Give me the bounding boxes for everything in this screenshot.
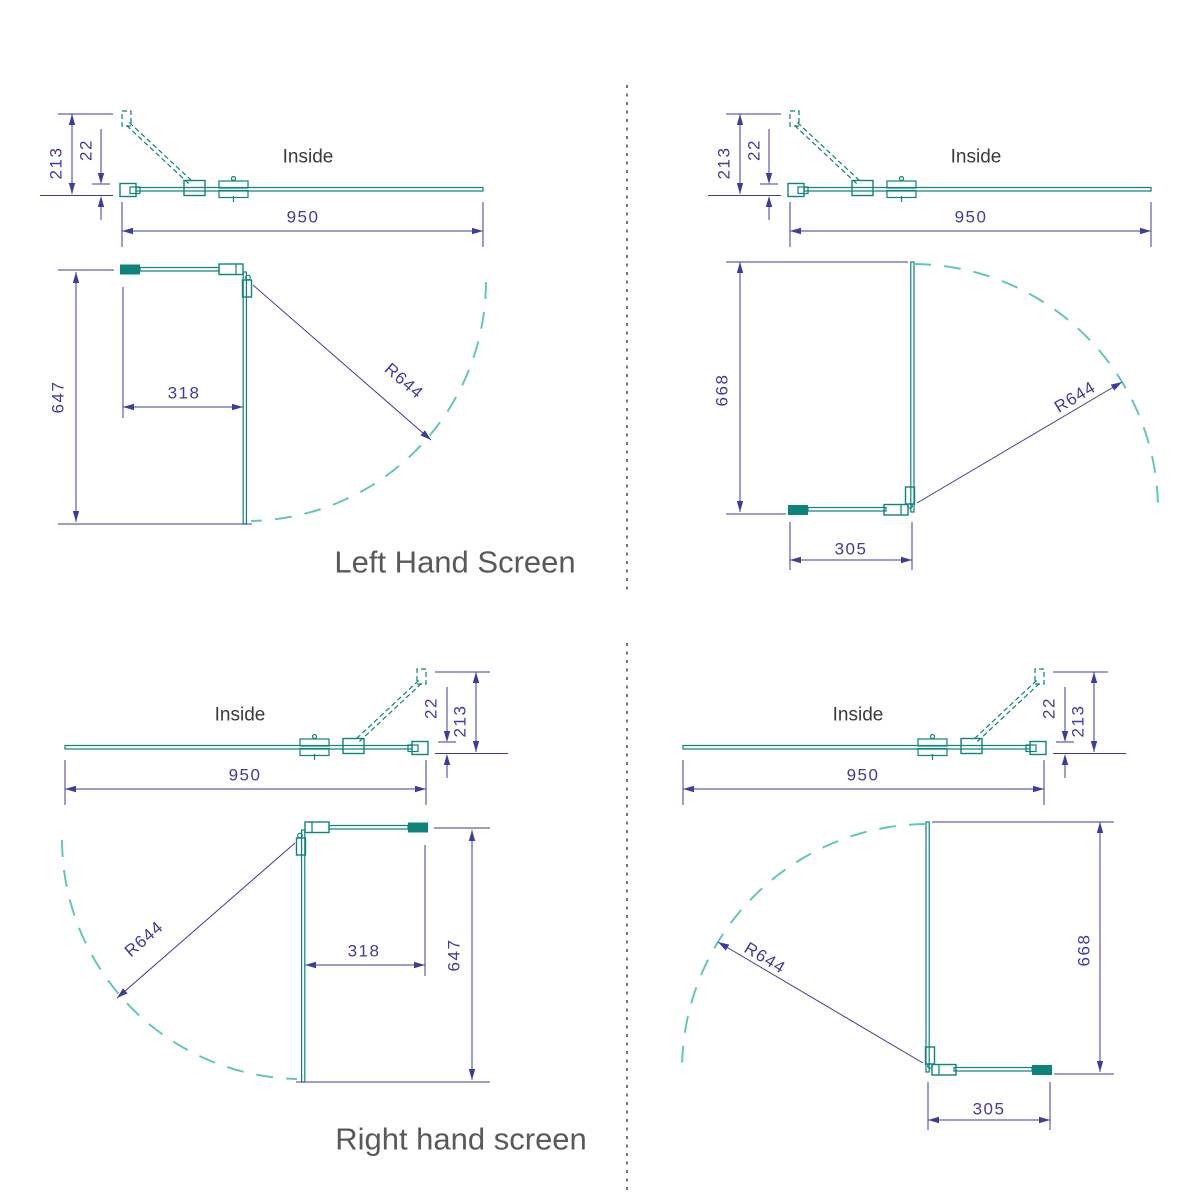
top-view-right-a [64,668,509,806]
dim-label-width: 950 [955,208,988,227]
top-view-left-a [39,110,484,248]
top-view-right-b [682,668,1127,806]
dim-label-depth: 647 [445,939,464,972]
screen-caption-right: Right hand screen [335,1122,587,1157]
dim-label-bracket-offset: 213 [715,147,734,180]
dim-label-bracket-offset: 213 [451,705,470,738]
dim-label-bracket-offset: 213 [1069,705,1088,738]
dim-label-width: 950 [847,766,880,785]
dim-label-glass-gap: 22 [422,697,441,719]
dim-label-glass-gap: 22 [745,139,764,161]
radius-label: R644 [121,917,167,961]
inside-label: Inside [283,147,334,168]
dim-label-width: 950 [287,208,320,227]
dim-label-depth: 668 [1075,934,1094,967]
dim-label-door-width: 318 [348,942,381,961]
dim-label-bracket-offset: 213 [47,147,66,180]
radius-label: R644 [1051,377,1099,416]
plan-view-left-b [725,261,1159,571]
inside-label: Inside [833,705,884,726]
radius-label: R644 [741,938,789,977]
plan-view-right-b [681,821,1115,1131]
radius-label: R644 [381,359,427,403]
dim-label-door-width: 305 [835,540,868,559]
dim-label-door-width: 305 [973,1100,1006,1119]
dim-label-width: 950 [229,766,262,785]
dim-label-door-width: 318 [168,384,201,403]
dim-label-depth: 668 [713,374,732,407]
inside-label: Inside [951,147,1002,168]
dim-label-glass-gap: 22 [1040,697,1059,719]
top-view-left-b [707,110,1152,248]
screen-caption-left: Left Hand Screen [334,545,575,580]
dim-label-glass-gap: 22 [77,139,96,161]
dim-label-depth: 647 [49,381,68,414]
inside-label: Inside [215,705,266,726]
